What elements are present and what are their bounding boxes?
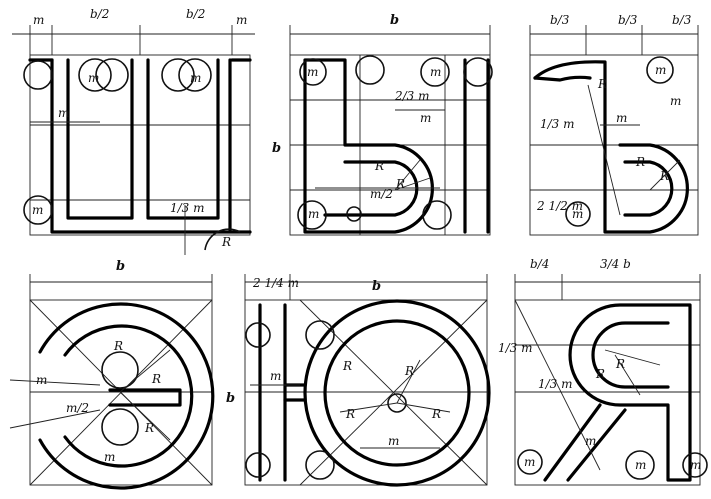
height-b: b: [226, 391, 235, 406]
circle-label-m: m: [524, 455, 535, 469]
dim-b-third-3: b/3: [672, 13, 692, 27]
panel-letter-yery: b b m m 2/3 m m R R m/2 m: [272, 13, 493, 236]
radius-label: R: [221, 235, 231, 249]
dim-one-third-m: 1/3 m: [170, 201, 205, 215]
circle-label-m: m: [88, 71, 99, 85]
circle-label-m: m: [655, 63, 666, 77]
dim-two-quarter-m: 2 1/4 m: [252, 276, 299, 290]
radius-label: R: [345, 407, 355, 421]
radius-label: R: [395, 177, 405, 191]
radius-label: R: [635, 155, 645, 169]
dim-b: b: [372, 279, 381, 294]
circle-label-m: m: [635, 458, 646, 472]
circle-label-m: m: [307, 65, 318, 79]
dim-three-quarter-b: 3/4 b: [600, 257, 631, 271]
radius-label: R: [113, 339, 123, 353]
panel-letter-e: b m m/2 R R R m: [9, 259, 215, 490]
dim-m-right: m: [670, 94, 681, 108]
circle-label-m: m: [32, 203, 43, 217]
dim-m-right: m: [236, 13, 247, 27]
radius-label: R: [597, 77, 607, 91]
radius-label: R: [342, 359, 352, 373]
dim-b-third-1: b/3: [550, 13, 570, 27]
radius-label: R: [615, 357, 625, 371]
circle-label-m: m: [308, 207, 319, 221]
dim-b-half-2: b/2: [186, 7, 205, 21]
panel-letter-ya: b/4 3/4 b 1/3 m 1/3 m R R m m m m: [498, 257, 708, 486]
circle-label-m: m: [430, 65, 441, 79]
radius-label: R: [431, 407, 441, 421]
dim-one-third-m: 1/3 m: [498, 341, 533, 355]
stroke-width-m: m: [270, 369, 281, 383]
panel-letter-sha: m b/2 b/2 m m m m m 1/3 m R: [12, 7, 255, 255]
stroke-width-m: m: [58, 106, 69, 120]
circle-label-m: m: [572, 207, 583, 221]
radius-label: R: [151, 372, 161, 386]
radius-label: R: [595, 367, 605, 381]
radius-label: R: [659, 169, 669, 183]
circle-label-m: m: [190, 71, 201, 85]
dim-m-left: m: [33, 13, 44, 27]
radius-label: R: [374, 159, 384, 173]
dim-m-half: m/2: [370, 187, 393, 201]
dim-b: b: [116, 259, 125, 274]
dim-b: b: [390, 13, 399, 28]
circle-label-m: m: [690, 458, 701, 472]
panel-letter-hard-sign: b/3 b/3 b/3 R m m 1/3 m m R R 2 1/2 m m: [529, 13, 699, 236]
dim-one-third-m-2: 1/3 m: [538, 377, 573, 391]
radius-label: R: [404, 364, 414, 378]
stroke-width-m: m: [36, 373, 47, 387]
dim-m-bottom: m: [104, 450, 115, 464]
dim-b-half-1: b/2: [90, 7, 109, 21]
dim-two-third-m: 2/3 m: [394, 89, 430, 103]
panel-letter-yu: 2 1/4 m b b m R R R R m: [226, 274, 491, 487]
stroke-width-m: m: [585, 434, 596, 448]
radius-label: R: [144, 421, 154, 435]
stroke-width-m: m: [616, 111, 627, 125]
dim-one-third-m: 1/3 m: [540, 117, 575, 131]
dim-b-quarter: b/4: [530, 257, 549, 271]
dim-two-half-m: 2 1/2 m: [536, 199, 583, 213]
dim-m-bottom: m: [388, 434, 399, 448]
dim-m-half: m/2: [66, 401, 89, 415]
height-b: b: [272, 141, 281, 156]
stroke-width-m: m: [420, 111, 431, 125]
dim-b-third-2: b/3: [618, 13, 638, 27]
